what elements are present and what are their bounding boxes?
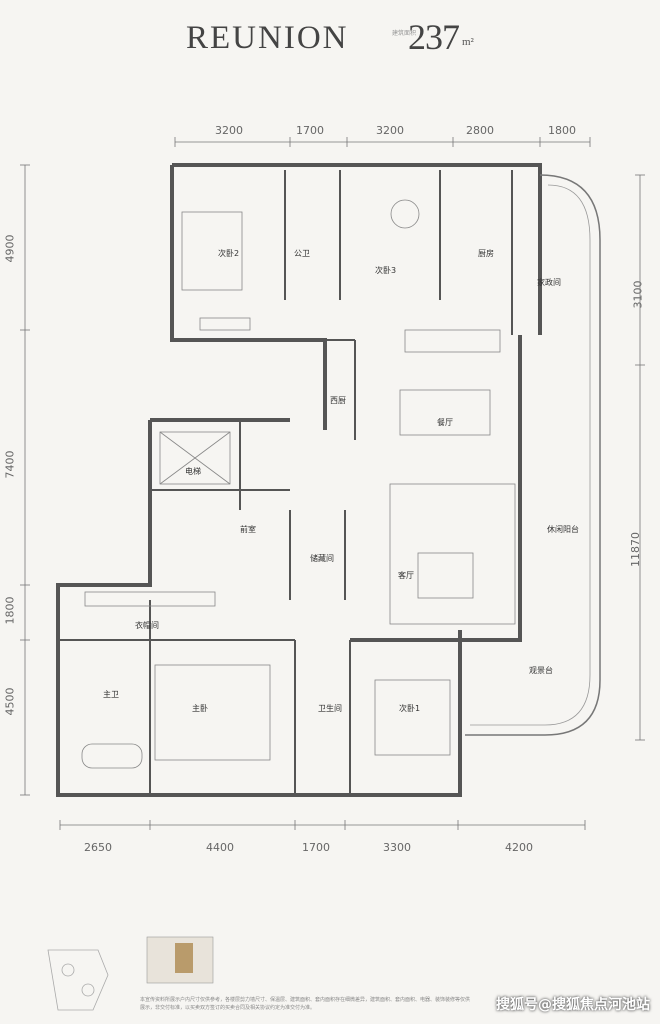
header: REUNION 建筑面积 237 m² bbox=[0, 10, 660, 60]
site-key-plan-image bbox=[47, 949, 109, 1011]
room-storage: 储藏间 bbox=[310, 553, 334, 563]
room-dining: 餐厅 bbox=[437, 418, 453, 427]
dim-bottom-1: 2650 bbox=[84, 841, 112, 854]
room-bedroom1: 次卧1 bbox=[399, 703, 420, 713]
room-maid: 家政间 bbox=[537, 277, 561, 287]
watermark-text: 搜狐号@搜狐焦点河池站 bbox=[496, 997, 650, 1013]
dim-top-1: 3200 bbox=[215, 124, 243, 137]
brand-title: REUNION bbox=[186, 20, 349, 56]
room-walk-in-closet: 衣帽间 bbox=[135, 620, 159, 630]
area-sub-label: 建筑面积 bbox=[392, 30, 417, 37]
room-elevator: 电梯 bbox=[185, 466, 201, 476]
dim-bottom-3: 1700 bbox=[302, 841, 330, 854]
disclaimer-text: 本宣传资料所展示户内尺寸仅供参考，各楼层剪力墙尺寸、保温层、建筑面积、套内面积存… bbox=[140, 997, 471, 1011]
room-kitchen: 厨房 bbox=[478, 248, 494, 258]
room-leisure-balcony: 休闲阳台 bbox=[547, 524, 579, 534]
area-unit: m² bbox=[462, 36, 474, 48]
room-master-bath: 主卫 bbox=[103, 689, 119, 699]
unit-key-plan-image bbox=[146, 936, 214, 984]
room-bathroom: 卫生间 bbox=[318, 703, 342, 713]
room-public-bath: 公卫 bbox=[294, 249, 310, 258]
dim-top-5: 1800 bbox=[548, 124, 576, 137]
dim-top-2: 1700 bbox=[296, 124, 324, 137]
dim-top-4: 2800 bbox=[466, 124, 494, 137]
room-foyer: 前室 bbox=[240, 524, 256, 534]
room-view-terrace: 观景台 bbox=[529, 665, 553, 675]
room-western-kitchen: 西厨 bbox=[330, 396, 346, 405]
dim-top-3: 3200 bbox=[376, 124, 404, 137]
room-bedroom3: 次卧3 bbox=[375, 265, 396, 275]
room-master-bedroom: 主卧 bbox=[192, 703, 208, 713]
dim-bottom-2: 4400 bbox=[206, 841, 234, 854]
dim-bottom-5: 4200 bbox=[505, 841, 533, 854]
room-living: 客厅 bbox=[398, 570, 414, 580]
room-bedroom2: 次卧2 bbox=[218, 248, 239, 258]
area-value: 237 bbox=[408, 17, 460, 57]
dim-bottom-4: 3300 bbox=[383, 841, 411, 854]
